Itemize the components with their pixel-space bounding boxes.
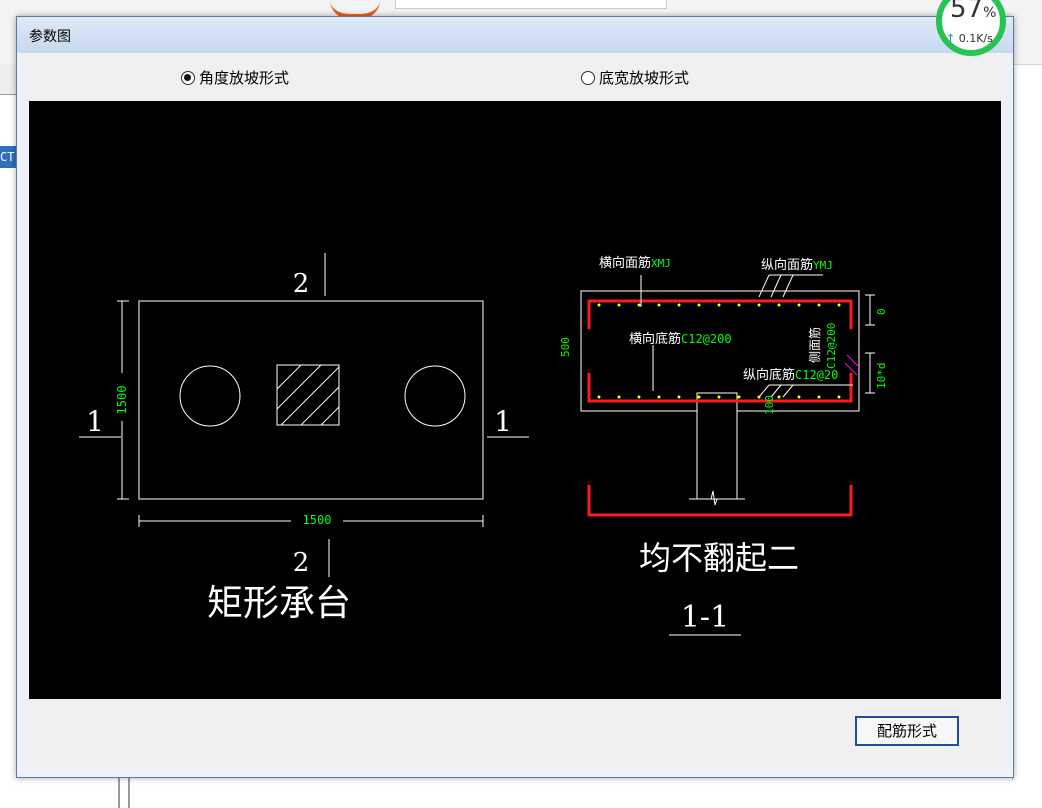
rebar-dots-top bbox=[597, 303, 841, 307]
radio-group: 角度放坡形式 底宽放坡形式 bbox=[29, 55, 1001, 102]
base-rebar bbox=[587, 485, 853, 517]
speed-percent: 57% bbox=[950, 0, 996, 24]
parameter-dialog: 参数图 角度放坡形式 底宽放坡形式 bbox=[16, 16, 1014, 778]
label-transverse-top-code: XMJ bbox=[651, 257, 671, 270]
dim-height-text: 1500 bbox=[115, 386, 129, 415]
section-mark-right: 1 bbox=[494, 405, 512, 438]
label-side-code: C12@200 bbox=[825, 323, 838, 369]
label-longitudinal-bottom: 纵向底筋 bbox=[743, 367, 795, 383]
radio-angle-slope-label: 角度放坡形式 bbox=[199, 69, 290, 87]
dim-height-bg bbox=[114, 373, 130, 421]
dialog-footer: 配筋形式 bbox=[29, 699, 1001, 767]
label-longitudinal-top: 纵向面筋 bbox=[761, 257, 813, 273]
top-rebar bbox=[587, 299, 853, 329]
section-caption: 均不翻起二 bbox=[639, 539, 799, 577]
dim-width-text: 1500 bbox=[303, 513, 332, 527]
radio-selected-icon bbox=[181, 70, 195, 85]
bottom-rebar bbox=[587, 373, 853, 403]
section-dim-right-b: 10*d bbox=[875, 363, 888, 390]
speed-rate: ↑ 0.1K/s bbox=[946, 32, 993, 45]
speed-ring bbox=[936, 0, 1006, 56]
section-view bbox=[580, 274, 875, 636]
title-bar[interactable]: 参数图 bbox=[17, 17, 1013, 53]
section-mark-top: 2 bbox=[293, 269, 310, 299]
plan-view bbox=[79, 253, 529, 577]
upload-arrow-icon: ↑ bbox=[946, 32, 956, 45]
background-panel bbox=[0, 64, 18, 95]
speed-rate-value: 0.1K/s bbox=[958, 32, 993, 45]
pile-cap-drawing: 1500 1500 2 2 1 1 矩形承台 bbox=[79, 253, 888, 636]
label-transverse-bottom: 横向底筋 bbox=[629, 331, 681, 347]
label-transverse-bottom-code: C12@200 bbox=[681, 332, 732, 346]
pile-cap-outline bbox=[138, 300, 484, 500]
speed-percent-value: 57 bbox=[950, 0, 984, 24]
window-title: 参数图 bbox=[29, 29, 71, 45]
radio-angle-slope[interactable]: 角度放坡形式 bbox=[181, 67, 289, 88]
background-input bbox=[395, 0, 667, 9]
section-mark-left: 1 bbox=[86, 405, 104, 438]
radio-base-width-slope-label: 底宽放坡形式 bbox=[599, 69, 690, 87]
dim-width-bg bbox=[291, 513, 343, 527]
background-right-panel bbox=[1012, 80, 1042, 780]
rebar-form-button[interactable]: 配筋形式 bbox=[855, 716, 959, 746]
column-section bbox=[696, 392, 738, 500]
background-tag: CT bbox=[0, 146, 16, 168]
column-hatch-lines bbox=[276, 364, 340, 426]
speed-widget[interactable]: 57% ↑ 0.1K/s bbox=[936, 0, 1022, 62]
radio-base-width-slope[interactable]: 底宽放坡形式 bbox=[581, 67, 689, 88]
column-hatch bbox=[276, 364, 340, 426]
label-transverse-top: 横向面筋 bbox=[599, 255, 651, 271]
label-longitudinal-bottom-code: C12@20 bbox=[795, 368, 838, 382]
radio-unselected-icon bbox=[581, 70, 595, 85]
section-dim-cover: 100 bbox=[763, 395, 776, 415]
background-divider bbox=[118, 778, 130, 808]
section-title: 1-1 bbox=[681, 600, 729, 635]
pile-right bbox=[404, 365, 466, 427]
section-mark-bottom: 2 bbox=[293, 548, 310, 578]
rebar-dots-bottom bbox=[597, 395, 841, 399]
speed-percent-unit: % bbox=[983, 5, 997, 21]
section-dim-height: 500 bbox=[559, 337, 572, 357]
label-longitudinal-top-code: YMJ bbox=[813, 259, 833, 272]
pile-left bbox=[179, 365, 241, 427]
plan-caption: 矩形承台 bbox=[207, 583, 351, 624]
section-dim-right-a: 0 bbox=[875, 308, 888, 315]
drawing-canvas: 1500 1500 2 2 1 1 矩形承台 bbox=[29, 101, 1001, 699]
label-side: 侧面筋 bbox=[807, 327, 822, 363]
